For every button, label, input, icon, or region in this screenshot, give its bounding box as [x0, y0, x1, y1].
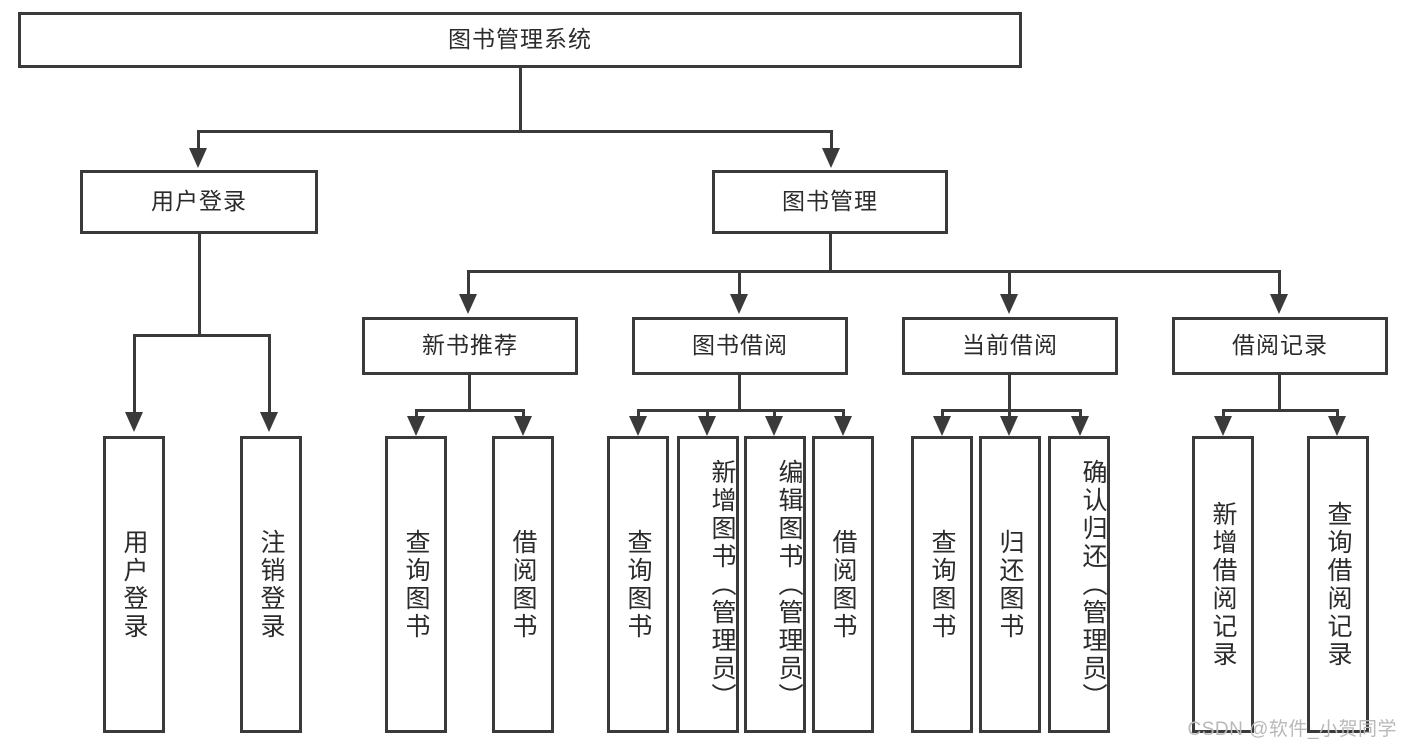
node-label: 当前借阅: [962, 332, 1058, 359]
arrow-bb-to-leaf-2: [698, 416, 716, 436]
connector-current-borrow-stem: [1008, 375, 1011, 411]
connector-bm-to-new-book: [467, 270, 470, 298]
arrow-bb-to-leaf-3: [765, 416, 783, 436]
connector-root-to-user-login: [197, 130, 200, 152]
node-leaf-query-book-3[interactable]: 查询图书: [911, 436, 973, 733]
arrow-cb-to-leaf-1: [933, 416, 951, 436]
node-leaf-return-book[interactable]: 归还图书: [979, 436, 1041, 733]
node-label: 新书推荐: [422, 332, 518, 359]
arrow-bb-to-leaf-4: [834, 416, 852, 436]
node-label: 用户登录: [151, 188, 247, 215]
connector-book-management-bus: [467, 270, 1281, 273]
node-label: 查询图书: [402, 528, 430, 641]
connector-book-borrow-bus: [637, 409, 845, 412]
arrow-br-to-leaf-2: [1328, 416, 1346, 436]
arrow-bm-to-current-borrow: [1000, 294, 1018, 314]
node-leaf-add-record[interactable]: 新增借阅记录: [1192, 436, 1254, 733]
connector-bm-to-borrow-record: [1278, 270, 1281, 298]
connector-current-borrow-bus: [941, 409, 1082, 412]
node-label: 编辑图书（管理员）: [775, 458, 803, 711]
node-leaf-logout-login[interactable]: 注销登录: [240, 436, 302, 733]
connector-borrow-record-bus: [1222, 409, 1339, 412]
connector-book-management-stem: [829, 234, 832, 272]
arrow-br-to-leaf-1: [1214, 416, 1232, 436]
node-label: 图书管理: [782, 188, 878, 215]
arrow-root-to-user-login: [189, 148, 207, 168]
node-label: 查询图书: [624, 528, 652, 641]
node-label: 新增图书（管理员）: [708, 458, 736, 711]
node-new-book-recommend[interactable]: 新书推荐: [362, 317, 578, 375]
connector-root-bus: [197, 130, 833, 133]
connector-root-to-book-management: [830, 130, 833, 152]
node-label: 查询借阅记录: [1324, 500, 1352, 669]
node-leaf-borrow-book-2[interactable]: 借阅图书: [812, 436, 874, 733]
node-leaf-confirm-return[interactable]: 确认归还（管理员）: [1048, 436, 1110, 733]
watermark-text: CSDN @软件_小贺同学: [1187, 719, 1397, 740]
arrow-bb-to-leaf-1: [629, 416, 647, 436]
arrow-new-book-to-leaf-1: [407, 416, 425, 436]
connector-book-borrow-stem: [738, 375, 741, 411]
connector-user-login-to-leaf-2: [268, 334, 271, 416]
connector-bm-to-book-borrow: [738, 270, 741, 298]
node-book-management[interactable]: 图书管理: [712, 170, 948, 234]
connector-root-stem: [519, 68, 522, 132]
node-leaf-add-book[interactable]: 新增图书（管理员）: [677, 436, 739, 733]
node-leaf-query-book-1[interactable]: 查询图书: [385, 436, 447, 733]
node-label: 新增借阅记录: [1209, 500, 1237, 669]
node-label: 借阅记录: [1232, 332, 1328, 359]
arrow-cb-to-leaf-2: [1000, 416, 1018, 436]
connector-user-login-bus: [133, 334, 271, 337]
node-user-login[interactable]: 用户登录: [80, 170, 318, 234]
connector-borrow-record-stem: [1278, 375, 1281, 411]
arrow-bm-to-new-book: [459, 294, 477, 314]
connector-new-book-bus: [415, 409, 525, 412]
arrow-user-login-to-leaf-1: [125, 412, 143, 432]
node-leaf-edit-book[interactable]: 编辑图书（管理员）: [744, 436, 806, 733]
node-label: 借阅图书: [509, 528, 537, 641]
node-leaf-borrow-book-1[interactable]: 借阅图书: [492, 436, 554, 733]
node-leaf-query-book-2[interactable]: 查询图书: [607, 436, 669, 733]
node-label: 注销登录: [257, 528, 285, 641]
connector-bm-to-current-borrow: [1008, 270, 1011, 298]
node-leaf-query-record[interactable]: 查询借阅记录: [1307, 436, 1369, 733]
arrow-root-to-book-management: [822, 148, 840, 168]
node-book-borrow[interactable]: 图书借阅: [632, 317, 848, 375]
node-label: 借阅图书: [829, 528, 857, 641]
arrow-new-book-to-leaf-2: [514, 416, 532, 436]
node-label: 用户登录: [120, 528, 148, 641]
arrow-bm-to-book-borrow: [730, 294, 748, 314]
node-label: 确认归还（管理员）: [1079, 458, 1107, 711]
connector-user-login-stem: [198, 234, 201, 336]
arrow-user-login-to-leaf-2: [260, 412, 278, 432]
node-borrow-record[interactable]: 借阅记录: [1172, 317, 1388, 375]
arrow-bm-to-borrow-record: [1270, 294, 1288, 314]
node-leaf-user-login[interactable]: 用户登录: [103, 436, 165, 733]
node-label: 查询图书: [928, 528, 956, 641]
connector-new-book-stem: [468, 375, 471, 411]
node-label: 图书管理系统: [448, 26, 592, 53]
node-label: 图书借阅: [692, 332, 788, 359]
node-label: 归还图书: [996, 528, 1024, 641]
node-current-borrow[interactable]: 当前借阅: [902, 317, 1118, 375]
node-root-system[interactable]: 图书管理系统: [18, 12, 1022, 68]
arrow-cb-to-leaf-3: [1071, 416, 1089, 436]
connector-user-login-to-leaf-1: [133, 334, 136, 416]
